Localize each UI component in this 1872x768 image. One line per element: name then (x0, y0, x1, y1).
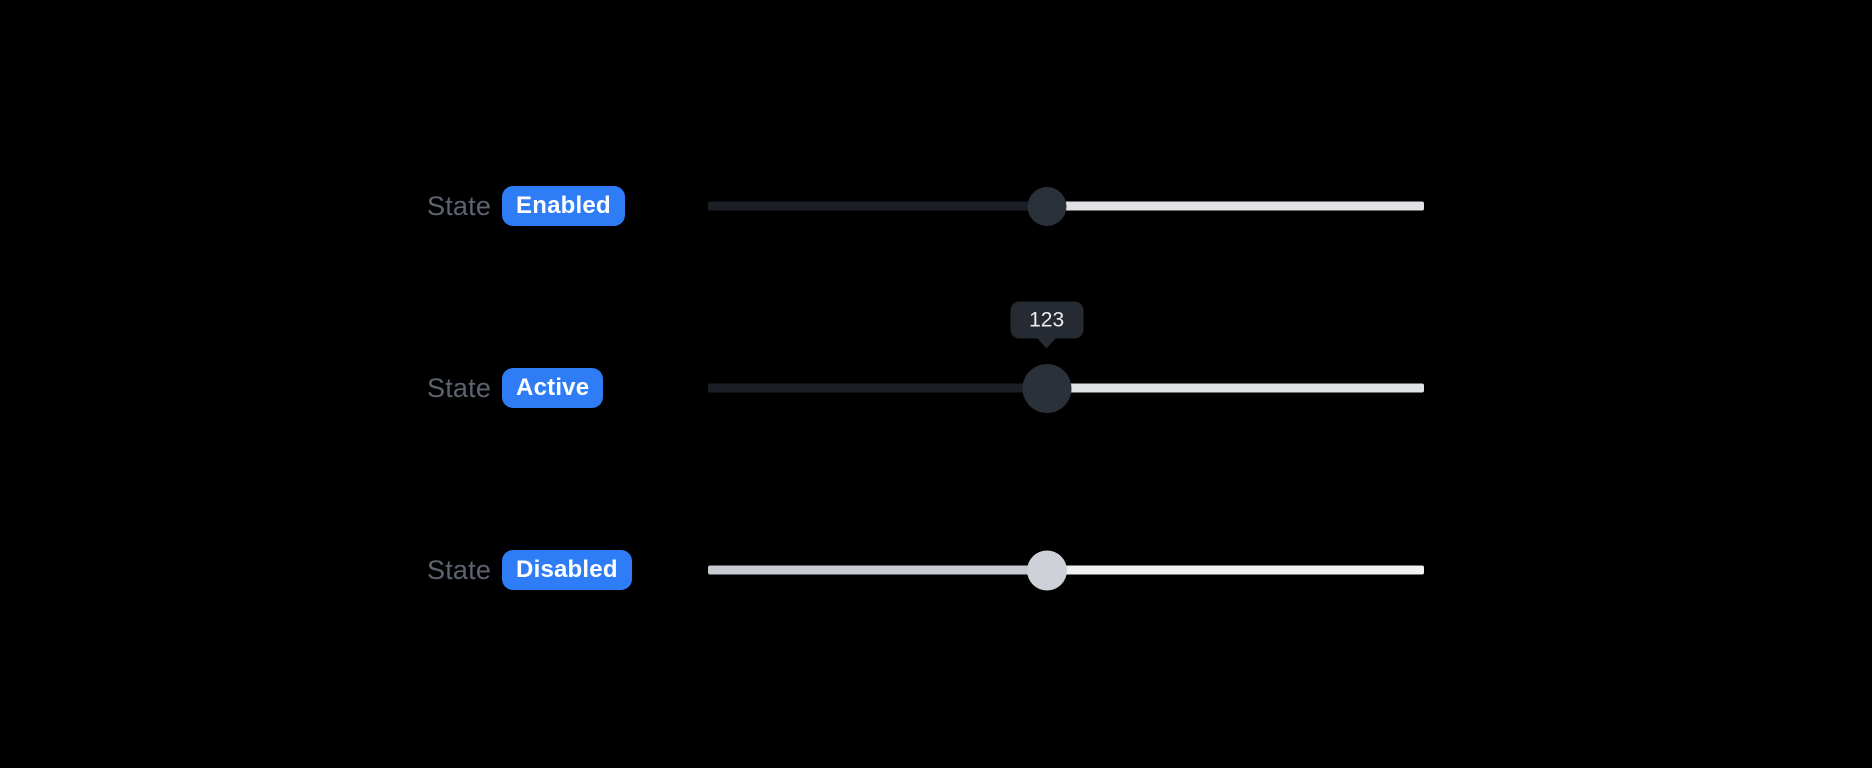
slider-thumb (1026, 550, 1067, 590)
state-label: State (427, 554, 492, 585)
slider-active[interactable]: 123 (708, 301, 1424, 413)
slider-disabled (708, 550, 1424, 590)
state-badge-enabled: Enabled (502, 186, 625, 226)
state-label: State (427, 190, 492, 221)
slider-thumb[interactable] (1022, 363, 1072, 413)
slider-track (708, 565, 1424, 575)
slider-track-filled[interactable] (708, 201, 1047, 211)
slider-enabled[interactable] (708, 186, 1424, 226)
slider-track[interactable] (708, 383, 1424, 393)
state-badge-disabled: Disabled (502, 550, 632, 590)
slider-thumb[interactable] (1027, 186, 1067, 226)
slider-track[interactable] (708, 201, 1424, 211)
state-label: State (427, 372, 492, 403)
slider-track-filled[interactable] (708, 383, 1047, 393)
slider-value-tooltip: 123 (1010, 301, 1084, 339)
slider-track-remaining[interactable] (1046, 383, 1424, 393)
slider-track-filled (708, 565, 1047, 575)
state-label-group: State Active (427, 368, 604, 408)
state-label-group: State Enabled (427, 186, 625, 226)
slider-track-remaining (1046, 565, 1424, 575)
slider-row-disabled: State Disabled (0, 540, 1872, 600)
state-label-group: State Disabled (427, 550, 632, 590)
slider-track-remaining[interactable] (1046, 201, 1424, 211)
slider-row-enabled: State Enabled (0, 176, 1872, 236)
slider-row-active: State Active 123 (0, 301, 1872, 418)
state-badge-active: Active (502, 368, 604, 408)
